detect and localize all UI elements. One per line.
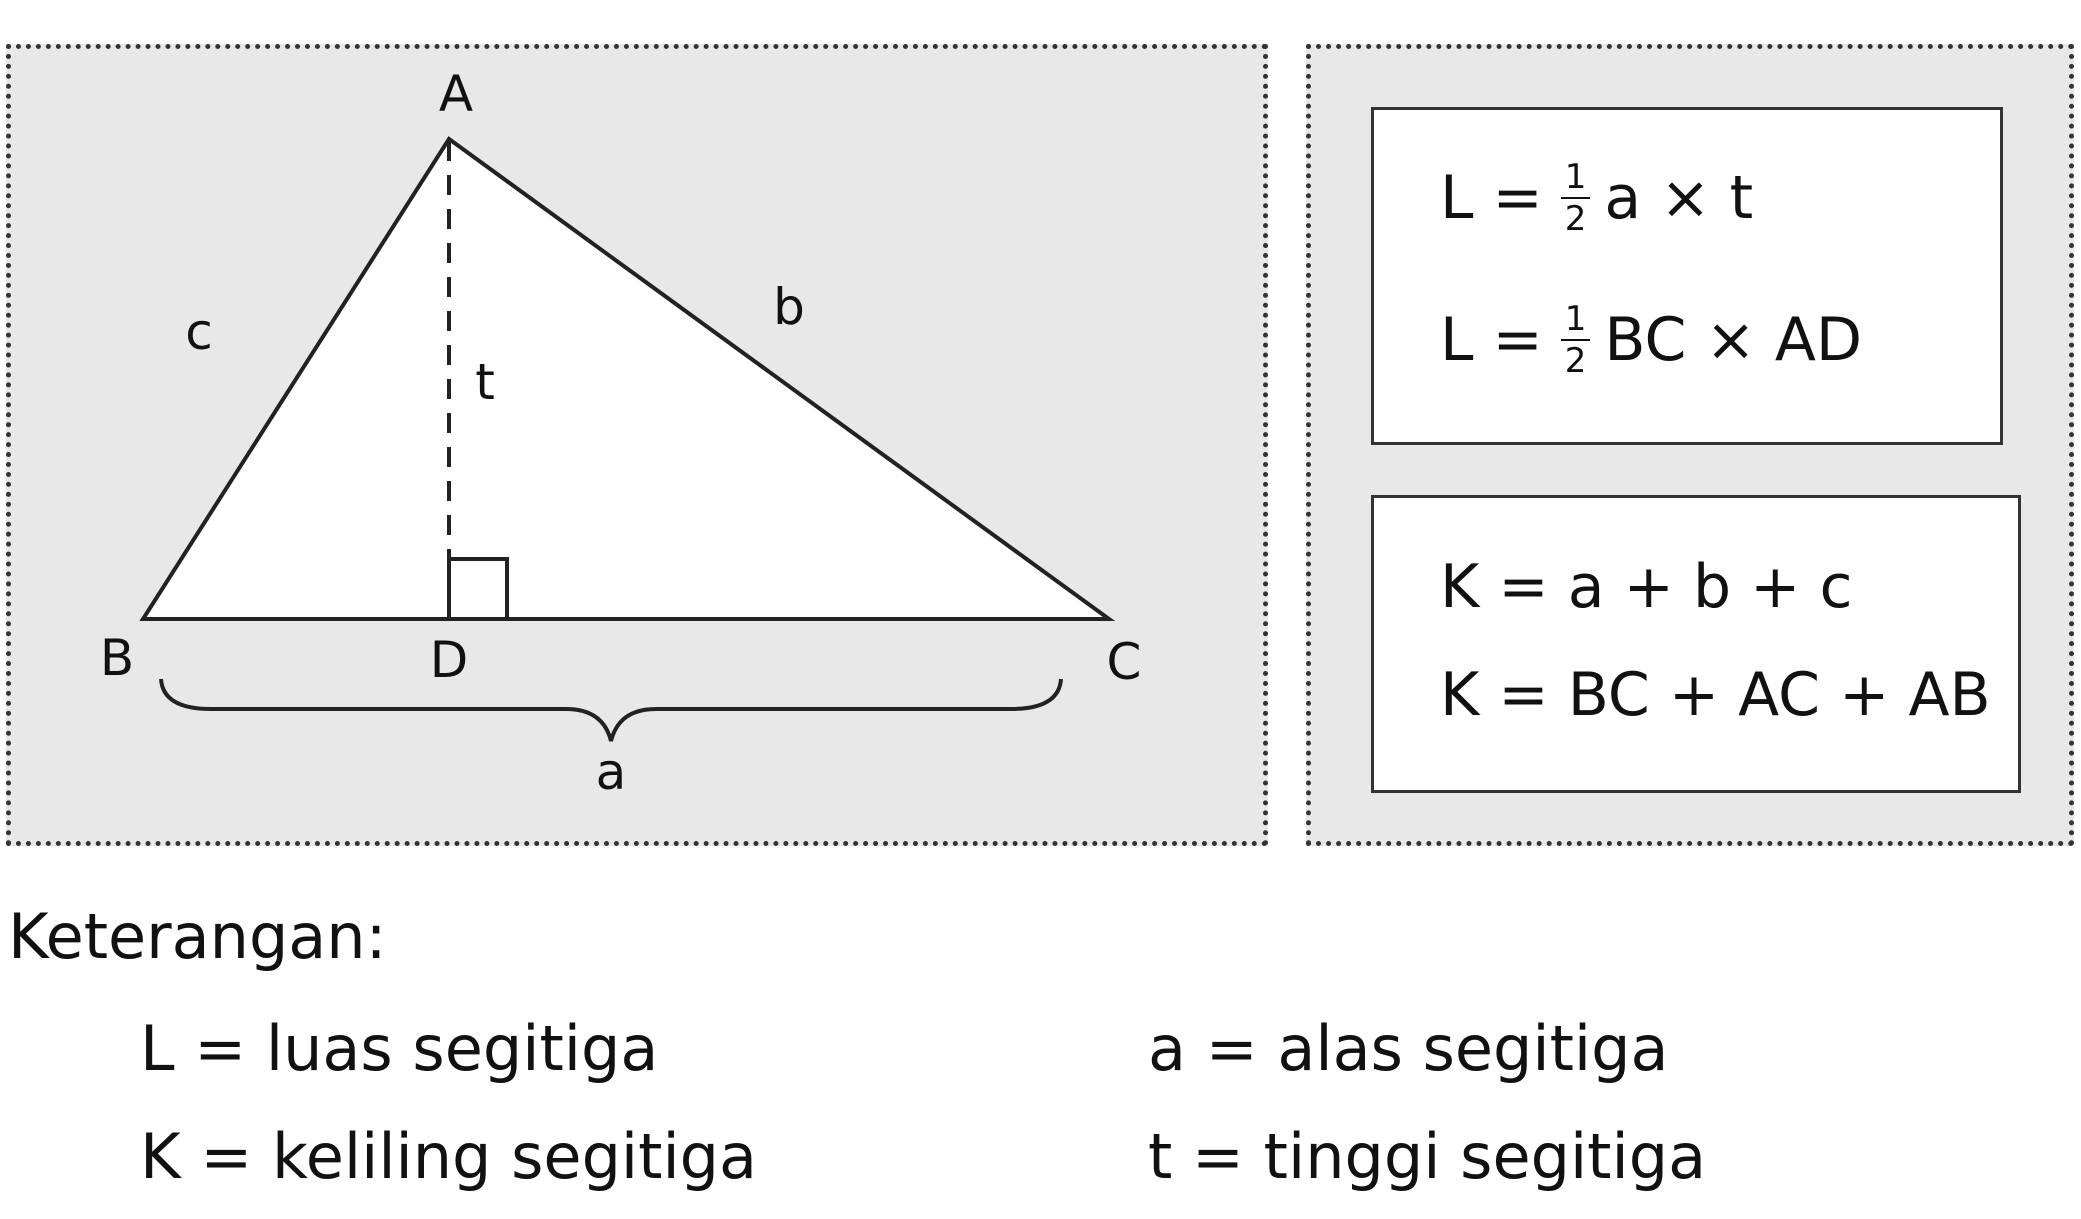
- area-formula-2: L = 1 2 BC × AD: [1440, 302, 1862, 378]
- area-formula-1: L = 1 2 a × t: [1440, 160, 1753, 236]
- formula-panel: L = 1 2 a × t L = 1 2 BC × AD K = a + b …: [1306, 44, 2074, 846]
- fraction-denominator: 2: [1564, 199, 1587, 239]
- area-formula-1-rhs: a × t: [1604, 163, 1754, 233]
- vertex-label-d: D: [430, 631, 469, 689]
- base-label-a: a: [596, 743, 627, 801]
- base-brace: [159, 678, 1063, 742]
- legend-item-a: a = alas segitiga: [1148, 1012, 1669, 1085]
- perimeter-formula-2: K = BC + AC + AB: [1440, 660, 1991, 730]
- triangle-abc: [139, 136, 1116, 621]
- vertex-label-c: C: [1107, 633, 1142, 691]
- side-label-c: c: [185, 303, 213, 361]
- fraction-denominator: 2: [1564, 341, 1587, 381]
- perimeter-formula-box: K = a + b + c K = BC + AC + AB: [1371, 495, 2021, 793]
- side-label-b: b: [773, 278, 805, 336]
- vertex-label-a: A: [439, 65, 473, 123]
- area-formula-1-lhs: L =: [1440, 163, 1543, 233]
- fraction-half: 1 2: [1560, 302, 1591, 381]
- perimeter-formula-1: K = a + b + c: [1440, 552, 1853, 622]
- legend-title: Keterangan:: [8, 900, 387, 973]
- legend-item-l: L = luas segitiga: [140, 1012, 659, 1085]
- fraction-numerator: 1: [1560, 160, 1591, 199]
- legend-item-t: t = tinggi segitiga: [1148, 1120, 1707, 1193]
- fraction-half: 1 2: [1560, 160, 1591, 239]
- height-label-t: t: [475, 353, 495, 411]
- area-formula-2-rhs: BC × AD: [1604, 305, 1863, 375]
- legend-item-k: K = keliling segitiga: [140, 1120, 758, 1193]
- triangle-diagram-panel: A B D C c b t a: [6, 44, 1268, 846]
- area-formula-box: L = 1 2 a × t L = 1 2 BC × AD: [1371, 107, 2003, 445]
- triangle-diagram: A B D C c b t a: [100, 65, 1142, 801]
- right-angle-marker: [447, 557, 509, 621]
- vertex-label-b: B: [100, 629, 134, 687]
- fraction-numerator: 1: [1560, 302, 1591, 341]
- area-formula-2-lhs: L =: [1440, 305, 1543, 375]
